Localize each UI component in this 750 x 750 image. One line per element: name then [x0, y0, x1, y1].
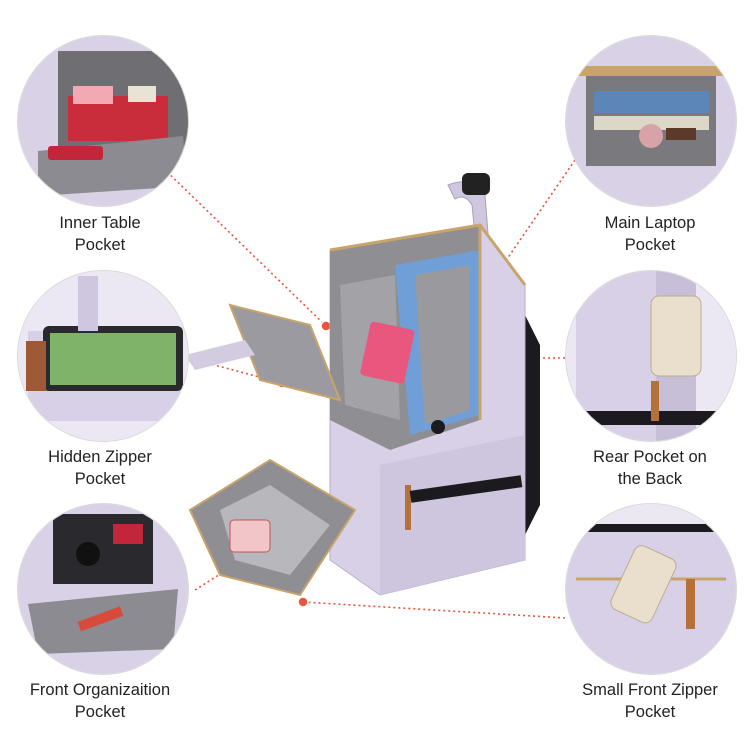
front-organization-pocket-photo [17, 503, 189, 675]
label-line-2: Pocket [74, 236, 126, 254]
small-front-zipper-pocket-photo [565, 503, 737, 675]
label-line-2: Pocket [74, 703, 126, 721]
label-line-2: the Back [617, 470, 683, 488]
label-line-1: Main Laptop [604, 214, 696, 232]
label-inner-table-pocket: Inner Table Pocket [0, 212, 200, 256]
label-line-1: Rear Pocket on [593, 448, 707, 466]
main-laptop-pocket-photo [565, 35, 737, 207]
label-hidden-zipper-pocket: Hidden Zipper Pocket [0, 446, 200, 490]
label-line-1: Front Organizaition [29, 681, 171, 699]
label-line-2: Pocket [74, 470, 126, 488]
label-main-laptop-pocket: Main Laptop Pocket [550, 212, 750, 256]
label-small-front-zipper-pocket: Small Front Zipper Pocket [550, 679, 750, 723]
backpack-illustration [185, 173, 540, 597]
label-line-1: Inner Table [59, 214, 141, 232]
label-line-1: Small Front Zipper [582, 681, 718, 699]
hidden-zipper-pocket-photo [17, 270, 189, 442]
label-line-2: Pocket [624, 236, 676, 254]
label-front-organization-pocket: Front Organizaition Pocket [0, 679, 200, 723]
label-rear-pocket: Rear Pocket on the Back [550, 446, 750, 490]
inner-table-pocket-photo [17, 35, 189, 207]
rear-pocket-photo [565, 270, 737, 442]
label-line-2: Pocket [624, 703, 676, 721]
label-line-1: Hidden Zipper [48, 448, 152, 466]
